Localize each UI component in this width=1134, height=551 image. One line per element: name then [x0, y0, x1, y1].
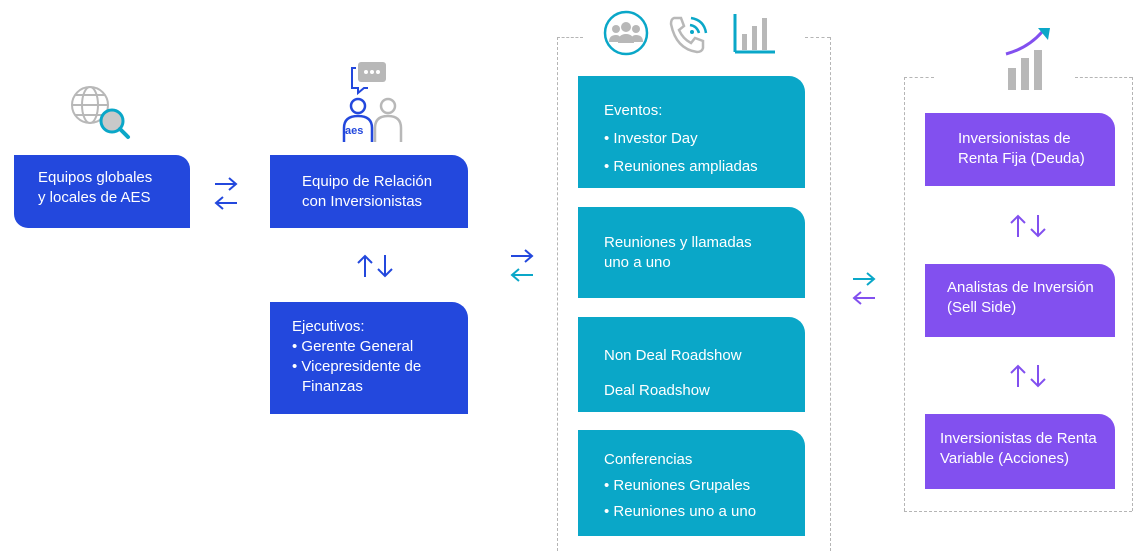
events-box: Eventos: • Investor Day • Reuniones ampl… — [578, 76, 805, 188]
global-teams-box: Equipos globales y locales de AES — [14, 155, 190, 228]
meetings-line1: Reuniones y llamadas — [604, 234, 752, 251]
conferences-box: Conferencias • Reuniones Grupales • Reun… — [578, 430, 805, 536]
ir-team-line1: Equipo de Relación — [302, 173, 433, 190]
executives-item-1: • Gerente General — [292, 338, 414, 355]
equity-box: Inversionistas de Renta Variable (Accion… — [925, 414, 1115, 489]
fixed-income-line2: Renta Fija (Deuda) — [958, 150, 1085, 167]
fixed-income-line1: Inversionistas de — [958, 130, 1071, 147]
meetings-box: Reuniones y llamadas uno a uno — [578, 207, 805, 298]
conferences-item-1: • Reuniones Grupales — [604, 477, 751, 494]
executives-item-2b: Finanzas — [302, 378, 363, 395]
group-icon — [602, 10, 650, 56]
roadshow-box: Non Deal Roadshow Deal Roadshow — [578, 317, 805, 412]
analysts-line1: Analistas de Inversión — [947, 279, 1094, 296]
phone-icon — [666, 12, 712, 56]
events-item-2: • Reuniones ampliadas — [604, 158, 758, 175]
executives-box: Ejecutivos: • Gerente General • Vicepres… — [270, 302, 468, 414]
roadshow-line2: Deal Roadshow — [604, 382, 710, 399]
conferences-title: Conferencias — [604, 451, 693, 468]
vertical-arrows-3 — [1010, 364, 1046, 388]
audiences-frame-top-right — [1075, 77, 1132, 78]
chat-people-icon — [338, 60, 408, 145]
analysts-box: Analistas de Inversión (Sell Side) — [925, 264, 1115, 337]
global-teams-line1: Equipos globales — [38, 169, 153, 186]
global-teams-line2: y locales de AES — [38, 189, 151, 206]
audiences-frame-top-left — [904, 77, 934, 78]
ir-team-box: Equipo de Relación con Inversionistas — [270, 155, 468, 228]
events-title: Eventos: — [604, 102, 663, 119]
globe-search-icon — [68, 83, 136, 143]
channels-frame-top-left — [557, 37, 583, 38]
audiences-frame-left — [904, 77, 905, 511]
audiences-frame-bottom — [904, 511, 1132, 512]
exchange-arrows-3 — [852, 272, 876, 305]
roadshow-line1: Non Deal Roadshow — [604, 347, 742, 364]
channels-frame-top-right — [805, 37, 830, 38]
audiences-frame-right — [1132, 77, 1133, 511]
meetings-line2: uno a uno — [604, 254, 671, 271]
analysts-line2: (Sell Side) — [947, 299, 1017, 316]
channels-frame-left — [557, 37, 558, 551]
conferences-item-2: • Reuniones uno a uno — [604, 503, 757, 520]
events-item-1: • Investor Day — [604, 130, 698, 147]
channels-frame-right — [830, 37, 831, 551]
bar-chart-icon — [733, 12, 777, 54]
equity-line1: Inversionistas de Renta — [940, 430, 1097, 447]
fixed-income-box: Inversionistas de Renta Fija (Deuda) — [925, 113, 1115, 186]
exchange-arrows-1 — [214, 177, 238, 210]
executives-title: Ejecutivos: — [292, 318, 365, 335]
ir-team-line2: con Inversionistas — [302, 193, 423, 210]
executives-item-2: • Vicepresidente de — [292, 358, 422, 375]
aes-logo-text: aes — [345, 125, 364, 137]
equity-line2: Variable (Acciones) — [940, 450, 1069, 467]
vertical-arrows-2 — [1010, 214, 1046, 238]
vertical-arrows-1 — [357, 254, 393, 278]
exchange-arrows-2 — [510, 249, 534, 282]
growth-chart-icon — [1002, 26, 1056, 92]
